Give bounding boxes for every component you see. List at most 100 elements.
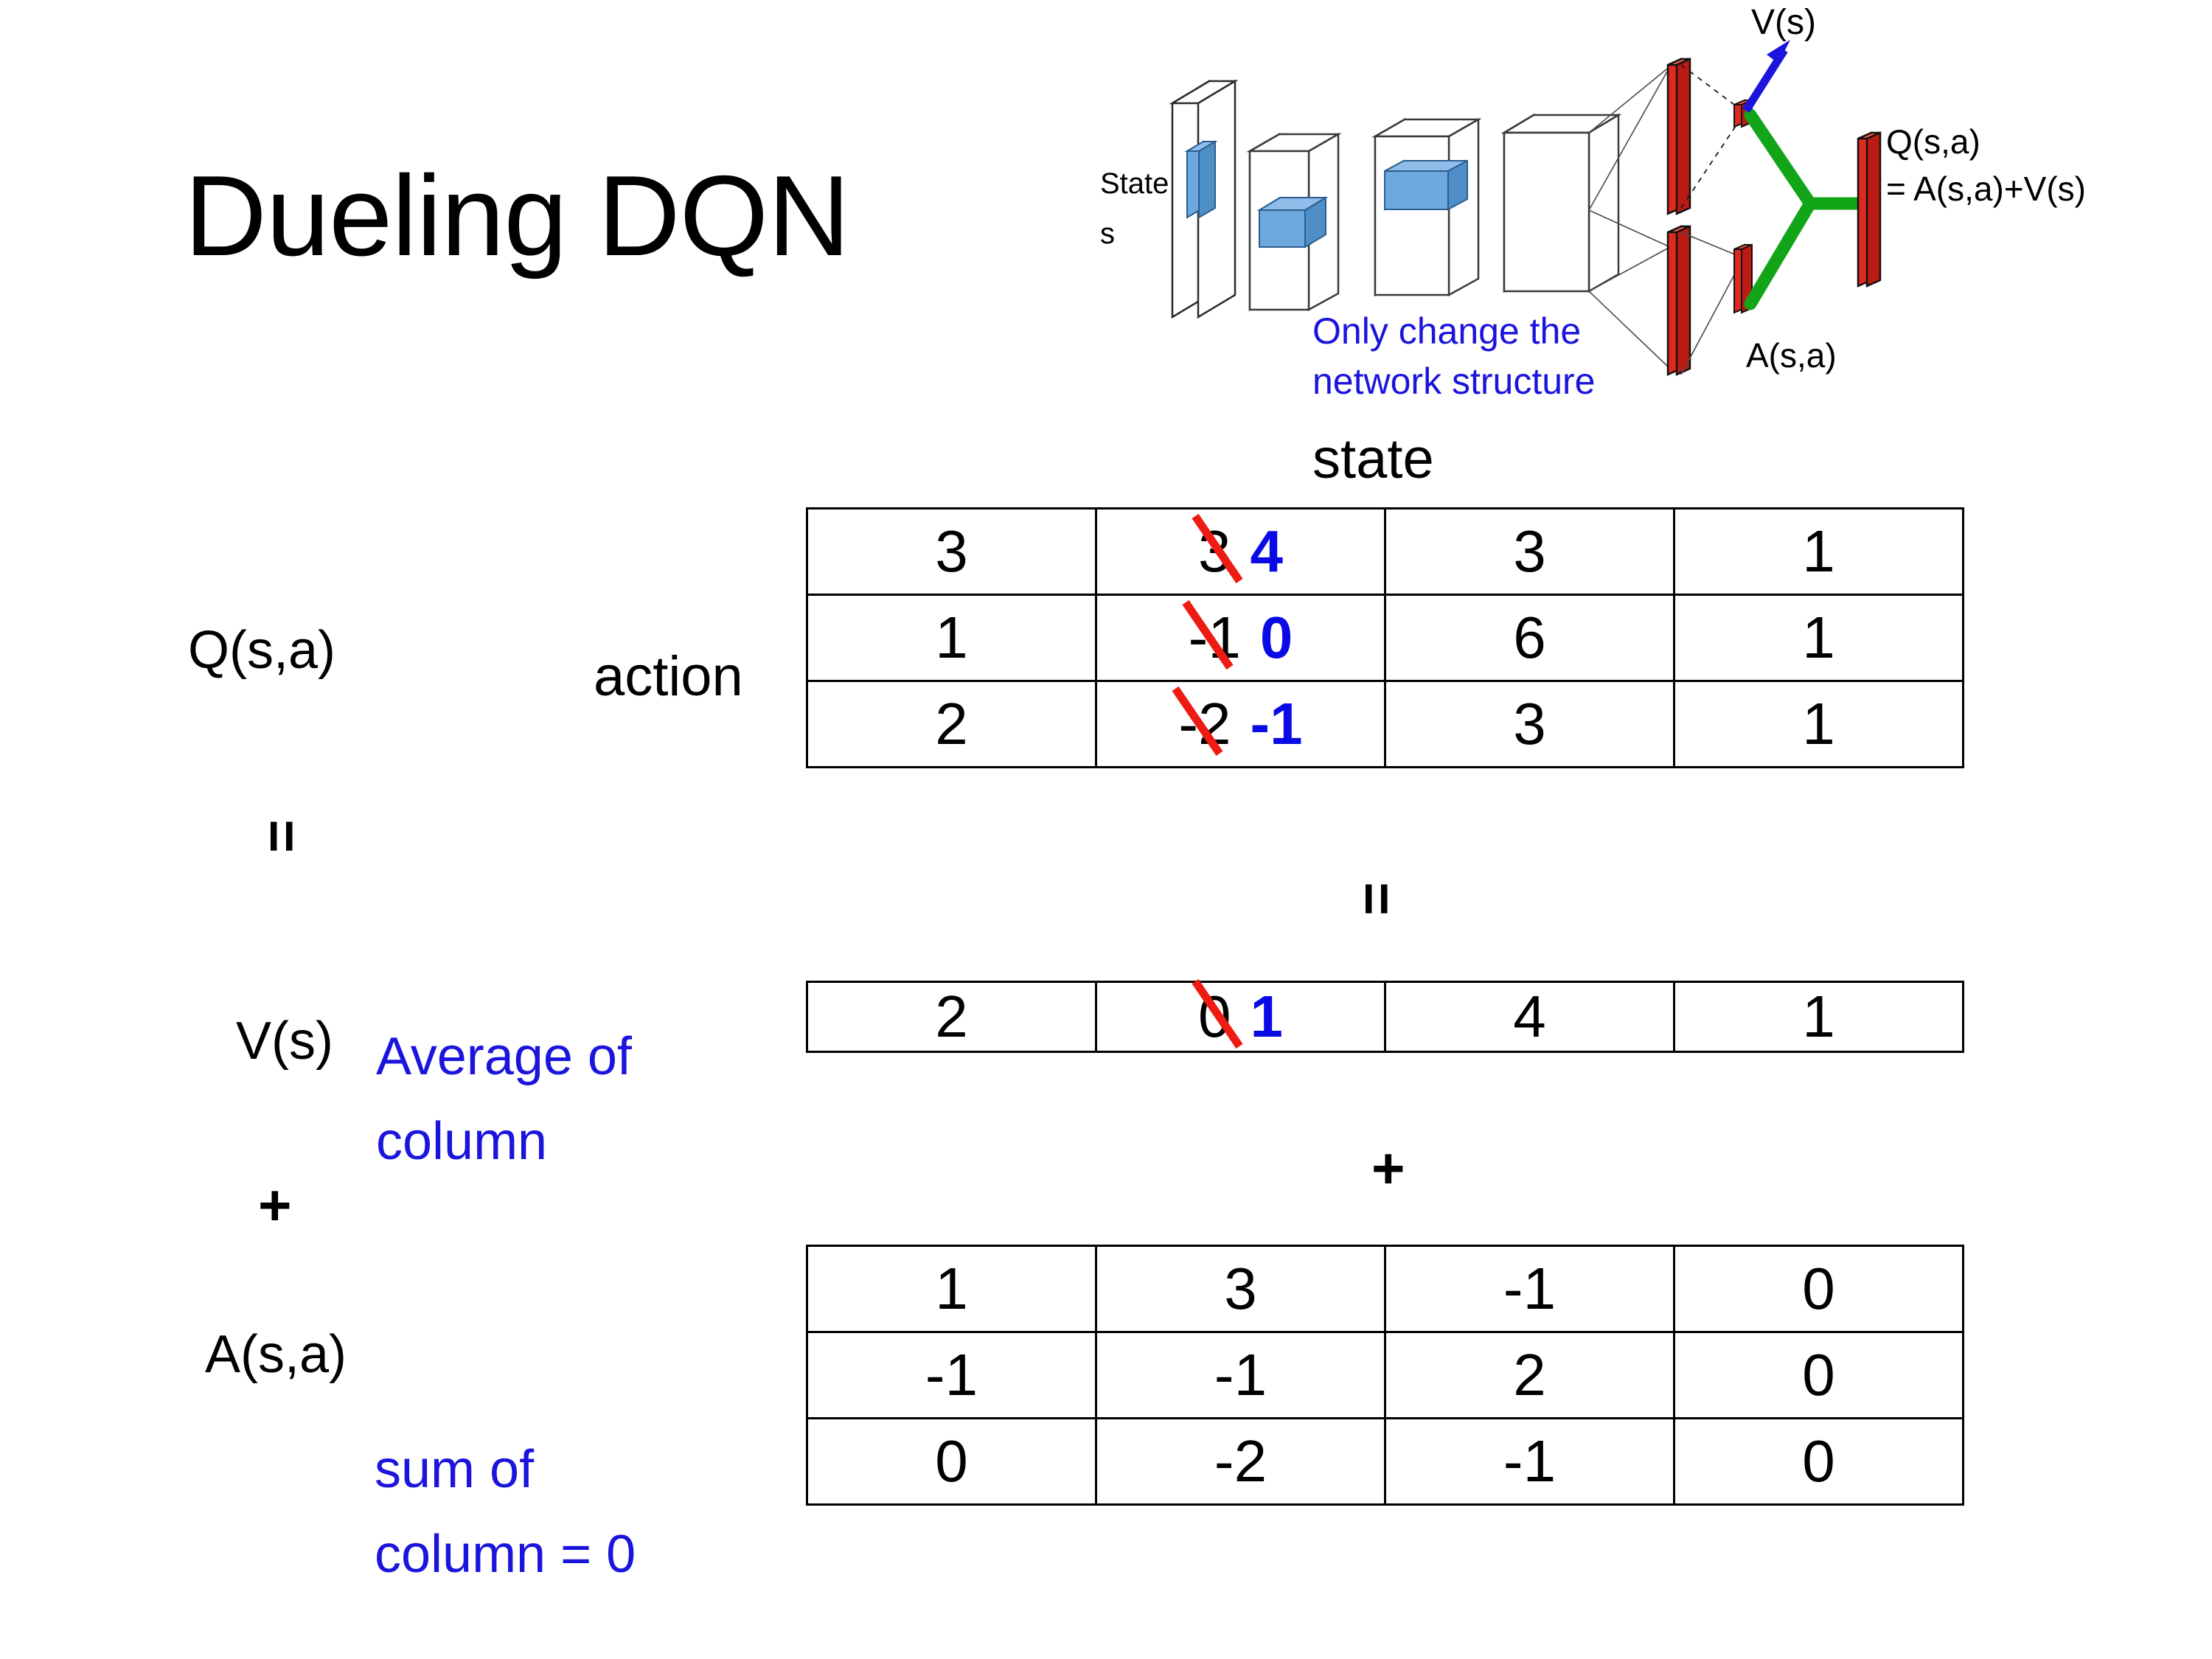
a-function-label: A(s,a) <box>205 1325 347 1384</box>
v-function-label: V(s) <box>236 1012 333 1071</box>
conv-layer-2-icon <box>1371 117 1482 297</box>
table-cell: 1 <box>1673 981 1964 1053</box>
table-row: 1 3 -1 0 <box>806 1245 1964 1333</box>
table-cell: 3 <box>806 507 1097 596</box>
corrected-cell: -2 -1 <box>1172 686 1303 758</box>
new-value: 0 <box>1259 605 1293 670</box>
cell-value: -1 <box>1503 1428 1557 1494</box>
diagram-input-label-line1: State <box>1100 167 1169 200</box>
cell-value: 1 <box>935 605 968 670</box>
diagram-output-label-line1: Q(s,a) <box>1886 122 1980 161</box>
table-row: 0 -2 -1 0 <box>806 1417 1964 1506</box>
advantage-node-icon <box>1733 243 1753 314</box>
advantage-stream-bar-icon <box>1666 225 1691 376</box>
v-note-line2: column <box>376 1112 548 1171</box>
cell-value: 4 <box>1513 984 1546 1049</box>
old-value: -2 <box>1172 686 1231 758</box>
a-note-line1: sum of <box>375 1440 535 1499</box>
cell-value: 1 <box>1802 605 1835 670</box>
cell-value: 2 <box>935 984 968 1049</box>
table-cell: -1 <box>1384 1245 1675 1333</box>
strikethrough-icon <box>1192 513 1243 584</box>
table-cell: 3 <box>1384 680 1675 768</box>
table-cell: 2 <box>806 680 1097 768</box>
table-cell: 0 <box>1673 1245 1964 1333</box>
cell-value: 3 <box>1513 518 1546 584</box>
old-value: -1 <box>1182 599 1241 672</box>
cell-value: 0 <box>935 1428 968 1494</box>
equals-mid-symbol: = <box>1344 882 1410 916</box>
plus-mid-symbol: + <box>1371 1135 1405 1200</box>
table-cell: -2 -1 <box>1095 680 1386 768</box>
cell-value: 3 <box>1224 1256 1257 1321</box>
table-cell: -2 <box>1095 1417 1386 1506</box>
state-column-header: state <box>1312 428 1434 490</box>
q-function-label: Q(s,a) <box>188 621 336 680</box>
table-cell: 3 <box>1095 1245 1386 1333</box>
table-row: 2 -2 -1 3 1 <box>806 680 1964 768</box>
table-cell: 2 <box>806 981 1097 1053</box>
cell-value: 3 <box>935 518 968 584</box>
table-cell: 1 <box>1673 507 1964 596</box>
old-value: 0 <box>1192 978 1243 1051</box>
table-cell: 1 <box>1673 680 1964 768</box>
diagram-input-label-line2: s <box>1100 218 1115 250</box>
table-cell: 1 <box>806 594 1097 682</box>
table-cell: 6 <box>1384 594 1675 682</box>
table-cell: 3 <box>1384 507 1675 596</box>
conv-layer-1-icon <box>1246 132 1342 312</box>
corrected-cell: -1 0 <box>1182 599 1293 672</box>
cell-value: 2 <box>1513 1342 1546 1408</box>
cell-value: -1 <box>1214 1342 1267 1408</box>
table-cell: 4 <box>1384 981 1675 1053</box>
diagram-output-label-line2: = A(s,a)+V(s) <box>1886 170 2086 208</box>
cell-value: 0 <box>1802 1342 1835 1408</box>
table-cell: 0 <box>1673 1331 1964 1419</box>
value-arrow-icon <box>1742 40 1790 113</box>
table-cell: -1 <box>806 1331 1097 1419</box>
table-cell: 0 <box>1673 1417 1964 1506</box>
q-output-bar-icon <box>1857 131 1882 288</box>
table-cell: 2 <box>1384 1331 1675 1419</box>
new-value: 1 <box>1250 984 1284 1049</box>
cell-value: 1 <box>1802 691 1835 757</box>
table-cell: -1 <box>1095 1331 1386 1419</box>
a-table: 1 3 -1 0 -1 -1 2 0 0 -2 -1 0 <box>806 1245 1964 1506</box>
cell-value: -2 <box>1214 1428 1267 1494</box>
strikethrough-icon <box>1182 599 1234 670</box>
cell-value: 2 <box>935 691 968 757</box>
strikethrough-icon <box>1192 978 1243 1049</box>
diagram-note-line2: network structure <box>1312 361 1595 402</box>
cell-value: 1 <box>1802 984 1835 1049</box>
cell-value: 1 <box>935 1256 968 1321</box>
table-row: -1 -1 2 0 <box>806 1331 1964 1419</box>
cell-value: -1 <box>925 1342 978 1408</box>
cell-value: -1 <box>1503 1256 1557 1321</box>
cell-value: 3 <box>1513 691 1546 757</box>
equals-left-symbol: = <box>249 819 315 853</box>
new-value: -1 <box>1250 691 1303 757</box>
conv-layer-3-icon <box>1500 113 1622 293</box>
diagram-value-label: V(s) <box>1751 3 1816 42</box>
diagram-note-line1: Only change the <box>1312 310 1581 352</box>
cell-value: 1 <box>1802 518 1835 584</box>
table-cell: -1 <box>1384 1417 1675 1506</box>
a-note-line2: column = 0 <box>375 1525 636 1584</box>
diagram-advantage-label: A(s,a) <box>1746 336 1837 375</box>
cell-value: 0 <box>1802 1256 1835 1321</box>
plus-left-symbol: + <box>258 1172 292 1237</box>
action-row-header: action <box>594 645 743 708</box>
new-value: 4 <box>1250 518 1284 584</box>
table-row: 1 -1 0 6 1 <box>806 594 1964 682</box>
dueling-network-diagram: State s V(s) A(s,a) Q(s,a) = A(s,a)+V(s)… <box>1091 0 2212 413</box>
